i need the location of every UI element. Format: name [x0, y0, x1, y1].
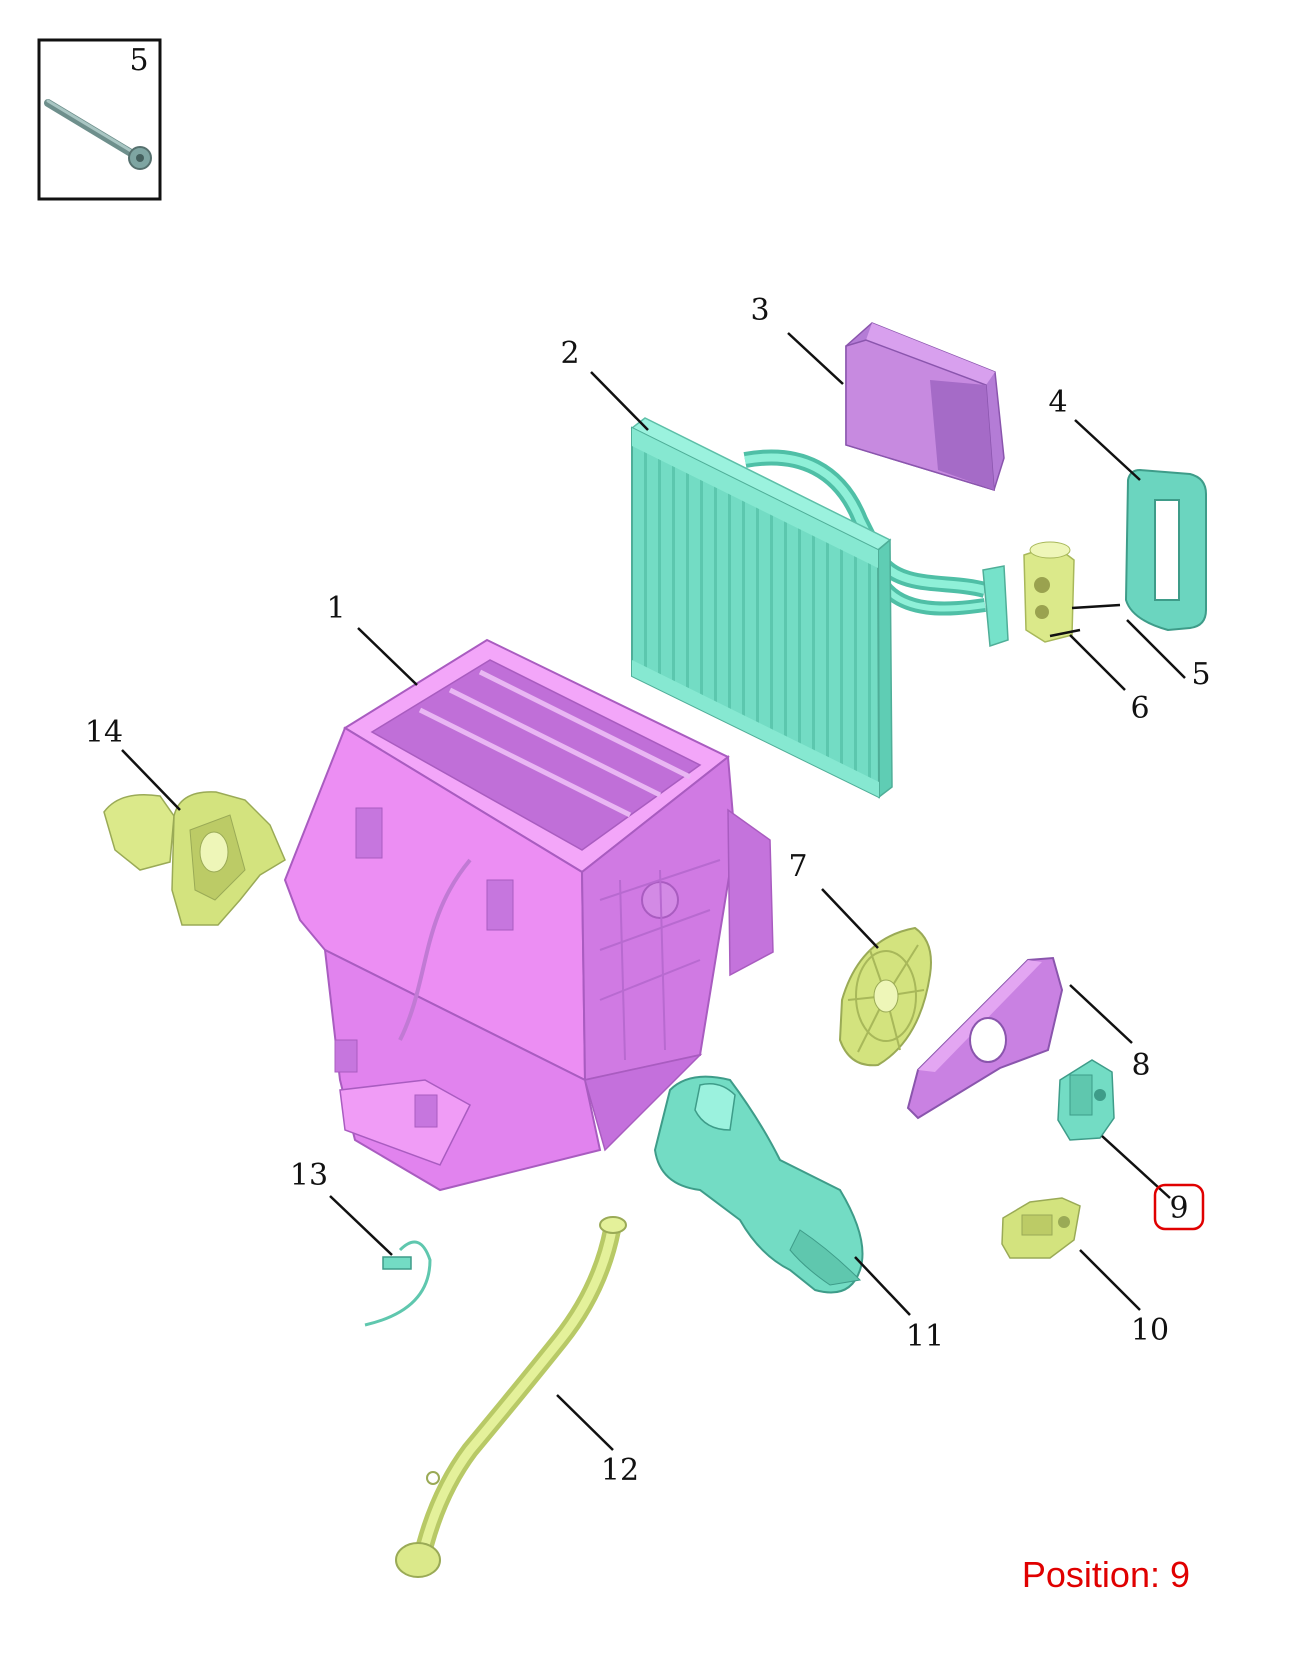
inset-bolt-box[interactable]: 5 [37, 38, 162, 201]
callout-1[interactable]: 1 [326, 591, 345, 626]
callout-2[interactable]: 2 [560, 336, 579, 371]
part-2-evaporator[interactable] [630, 417, 1009, 799]
callout-8[interactable]: 8 [1131, 1048, 1150, 1083]
callout-4[interactable]: 4 [1048, 385, 1067, 420]
bolt-part [44, 99, 152, 170]
part-8-flange-plate[interactable] [906, 956, 1064, 1120]
part-14-blower-housing[interactable] [103, 791, 286, 926]
part-6-expansion-valve[interactable] [1023, 541, 1075, 643]
callout-6[interactable]: 6 [1130, 691, 1149, 726]
leader-lines [121, 332, 1186, 1451]
callout-10[interactable]: 10 [1131, 1313, 1169, 1348]
position-label: Position: 9 [1021, 1554, 1190, 1595]
callout-12[interactable]: 12 [601, 1453, 639, 1488]
part-3-cover[interactable] [845, 322, 1005, 492]
callout-14[interactable]: 14 [85, 715, 123, 750]
callout-labels: 1 2 3 4 5 6 7 8 9 10 11 12 13 14 [85, 293, 1211, 1488]
part-1-hvac-housing[interactable] [283, 638, 774, 1192]
callout-9[interactable]: 9 [1169, 1191, 1188, 1226]
callout-13[interactable]: 13 [290, 1158, 328, 1193]
callout-5[interactable]: 5 [1191, 657, 1210, 692]
callout-11[interactable]: 11 [906, 1319, 944, 1354]
part-11-air-duct[interactable] [653, 1075, 864, 1294]
callout-3[interactable]: 3 [750, 293, 769, 328]
part-9-actuator[interactable] [1057, 1059, 1115, 1141]
part-4-gasket[interactable] [1124, 468, 1207, 632]
part-13-sensor[interactable] [364, 1240, 432, 1327]
part-7-blower-wheel[interactable] [838, 926, 932, 1067]
part-12-drain-pipe[interactable] [395, 1216, 627, 1578]
part-10-actuator[interactable] [1001, 1197, 1081, 1259]
callout-7[interactable]: 7 [788, 849, 807, 884]
highlight-box-9 [1153, 1183, 1205, 1231]
inset-label: 5 [129, 43, 148, 78]
